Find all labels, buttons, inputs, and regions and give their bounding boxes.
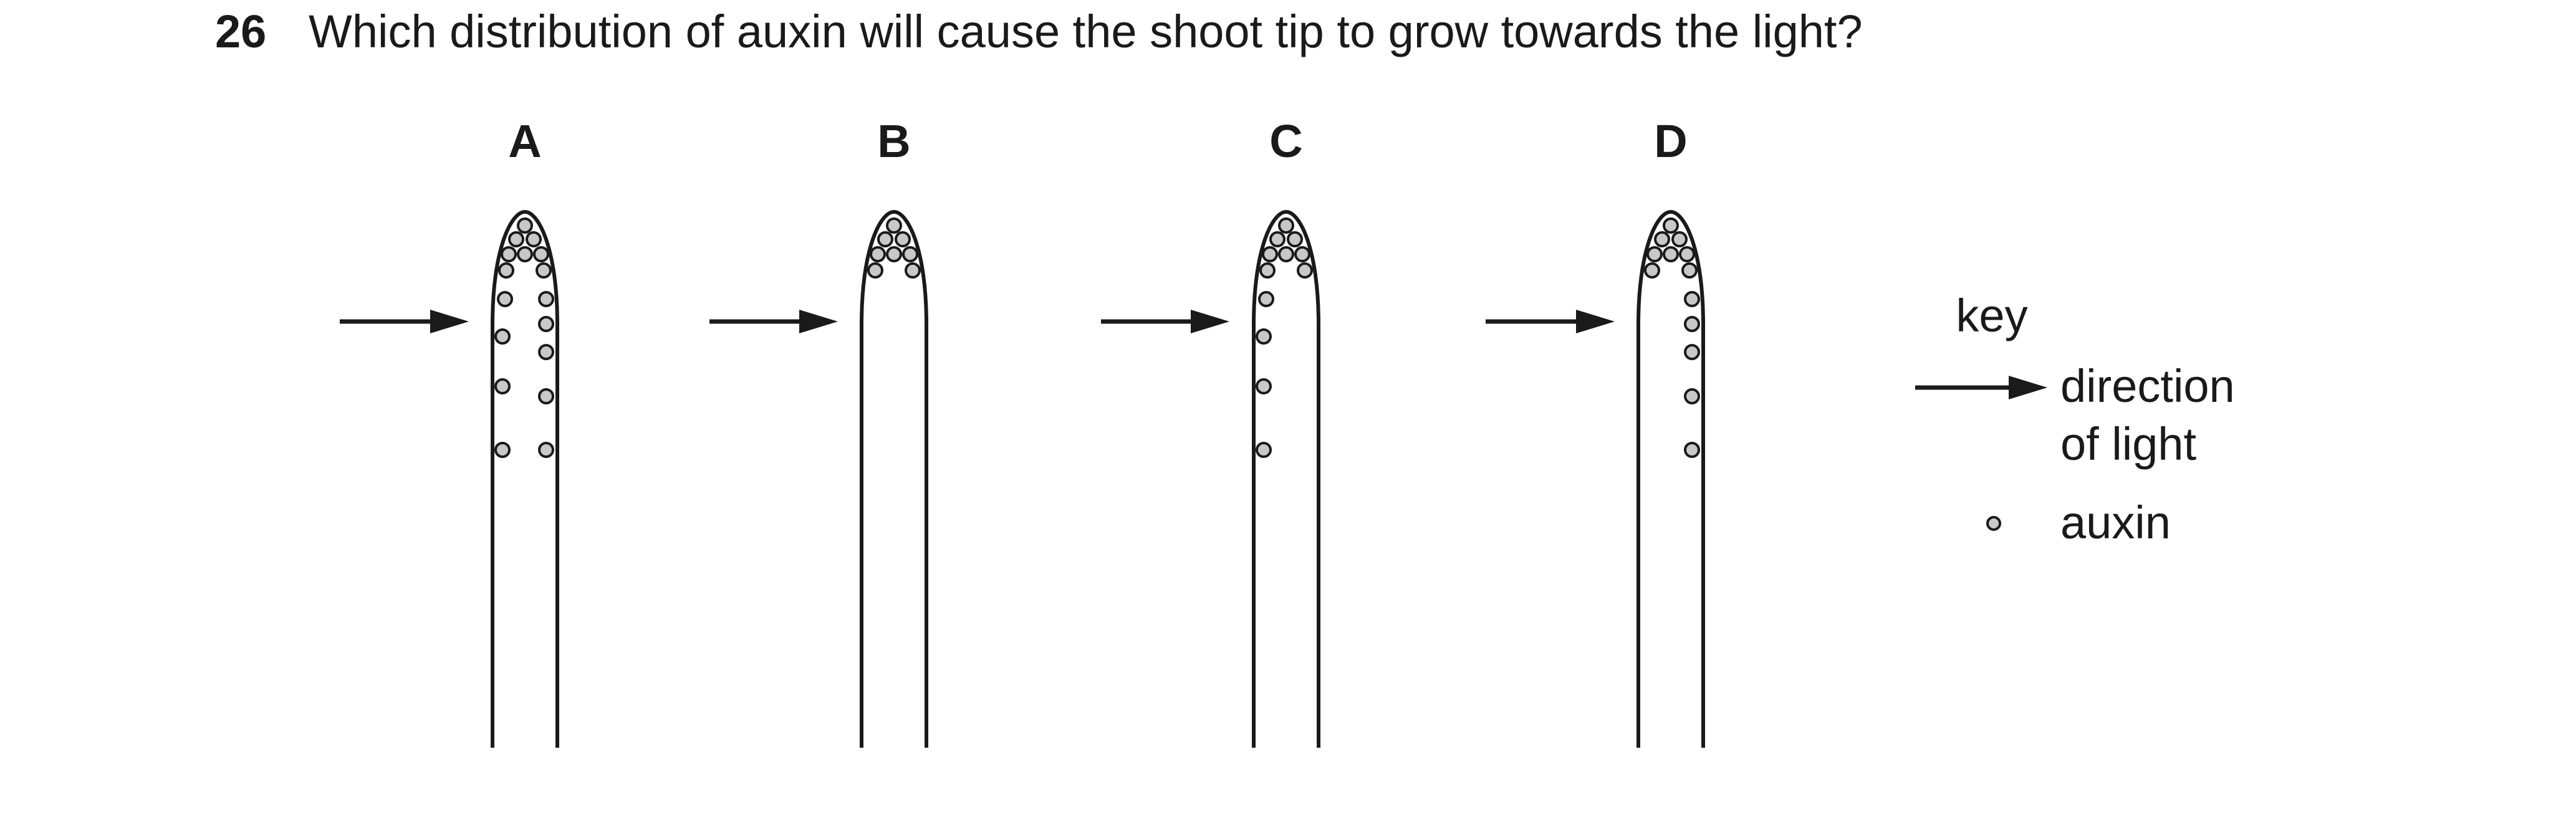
auxin-dot	[497, 291, 513, 307]
question-text: Which distribution of auxin will cause t…	[309, 6, 1863, 57]
auxin-dot	[501, 246, 517, 262]
option-label-d: D	[1654, 115, 1687, 167]
auxin-dot	[517, 246, 533, 262]
auxin-dot	[1684, 291, 1700, 307]
auxin-dot	[1256, 378, 1272, 394]
light-arrow-b	[709, 310, 838, 333]
auxin-dot	[867, 262, 883, 279]
auxin-dot	[526, 231, 542, 247]
auxin-dot	[494, 378, 511, 394]
question: 26 Which distribution of auxin will cause…	[215, 5, 1863, 58]
auxin-dot	[1262, 246, 1278, 262]
key-dot-label: auxin	[2060, 497, 2171, 548]
auxin-dot	[494, 328, 511, 345]
auxin-dot	[1259, 262, 1276, 279]
auxin-dot	[886, 246, 902, 262]
light-arrow-a	[340, 310, 469, 333]
option-a: A	[340, 115, 557, 748]
auxin-dot	[1684, 344, 1700, 360]
auxin-dot	[1663, 246, 1679, 262]
auxin-dot	[538, 344, 554, 360]
auxin-dot	[533, 246, 549, 262]
auxin-dot	[1256, 442, 1272, 458]
auxin-dots-c	[1256, 217, 1313, 458]
auxin-dot	[538, 316, 554, 332]
auxin-dot	[1654, 231, 1670, 247]
auxin-dot	[1644, 262, 1660, 279]
auxin-dot	[1297, 262, 1313, 279]
auxin-dot	[508, 231, 524, 247]
auxin-dot	[538, 291, 554, 307]
light-arrow-c	[1101, 310, 1229, 333]
auxin-dot	[1646, 246, 1663, 262]
auxin-dot	[1278, 217, 1294, 234]
option-label-c: C	[1269, 115, 1302, 167]
key-auxin-dot-icon	[1986, 516, 2001, 531]
auxin-dot	[886, 217, 902, 234]
auxin-dot	[1269, 231, 1286, 247]
auxin-dot	[1684, 442, 1700, 458]
auxin-dot	[498, 262, 514, 279]
auxin-dot	[1684, 388, 1700, 404]
auxin-dot	[1256, 328, 1272, 345]
auxin-dot	[1258, 291, 1274, 307]
auxin-dot	[1287, 231, 1303, 247]
auxin-dot	[1681, 262, 1698, 279]
key-arrow-label-line2: of light	[2060, 418, 2196, 470]
auxin-dot	[1294, 246, 1310, 262]
option-label-a: A	[508, 115, 541, 167]
auxin-dot	[538, 442, 554, 458]
auxin-dot	[870, 246, 886, 262]
auxin-dot	[1663, 217, 1679, 234]
key: key direction of light auxin	[1915, 290, 2235, 548]
auxin-dot	[1671, 231, 1688, 247]
key-arrow-label-line1: direction	[2060, 360, 2235, 412]
auxin-dot	[1679, 246, 1695, 262]
auxin-dot	[1684, 316, 1700, 332]
option-d: D	[1486, 115, 1703, 748]
auxin-dot	[902, 246, 918, 262]
auxin-dot	[877, 231, 893, 247]
question-number: 26	[215, 6, 267, 57]
option-c: C	[1101, 115, 1319, 748]
auxin-dots-b	[867, 217, 921, 279]
key-arrow-icon	[1915, 376, 2047, 399]
auxin-dots-a	[494, 217, 554, 458]
auxin-dot	[494, 442, 511, 458]
option-b: B	[709, 115, 926, 748]
light-arrow-d	[1486, 310, 1615, 333]
auxin-dot	[905, 262, 921, 279]
shoot-b	[862, 212, 926, 748]
auxin-dots-d	[1644, 217, 1700, 458]
auxin-dot	[536, 262, 552, 279]
auxin-dot	[895, 231, 911, 247]
auxin-dot	[1278, 246, 1294, 262]
key-title: key	[1956, 290, 2027, 341]
auxin-dot	[517, 217, 533, 234]
option-label-b: B	[877, 115, 910, 167]
auxin-dot	[538, 388, 554, 404]
